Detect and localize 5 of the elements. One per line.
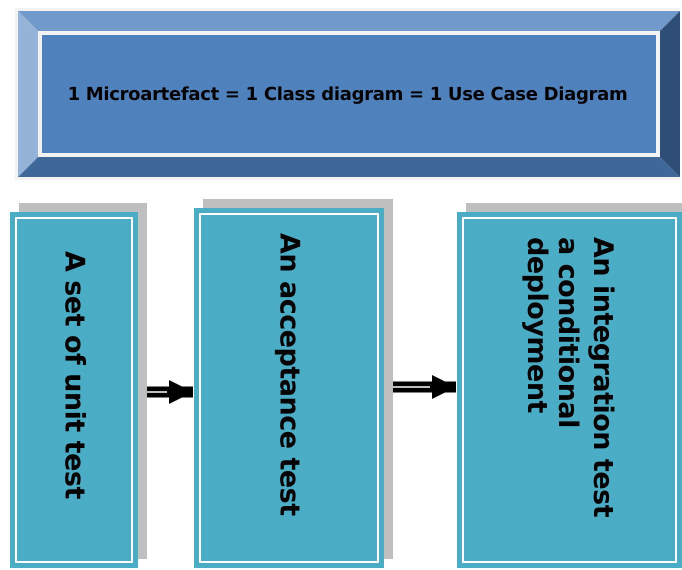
vertical-label: a conditional deployment [520,237,584,430]
vertical-label: An integration test [587,237,618,518]
vertical-label: A set of unit test [58,251,90,499]
vertical-label: An acceptance test [273,233,305,516]
banner-title: 1 Microartefact = 1 Class diagram = 1 Use Case Diagram [68,84,628,104]
